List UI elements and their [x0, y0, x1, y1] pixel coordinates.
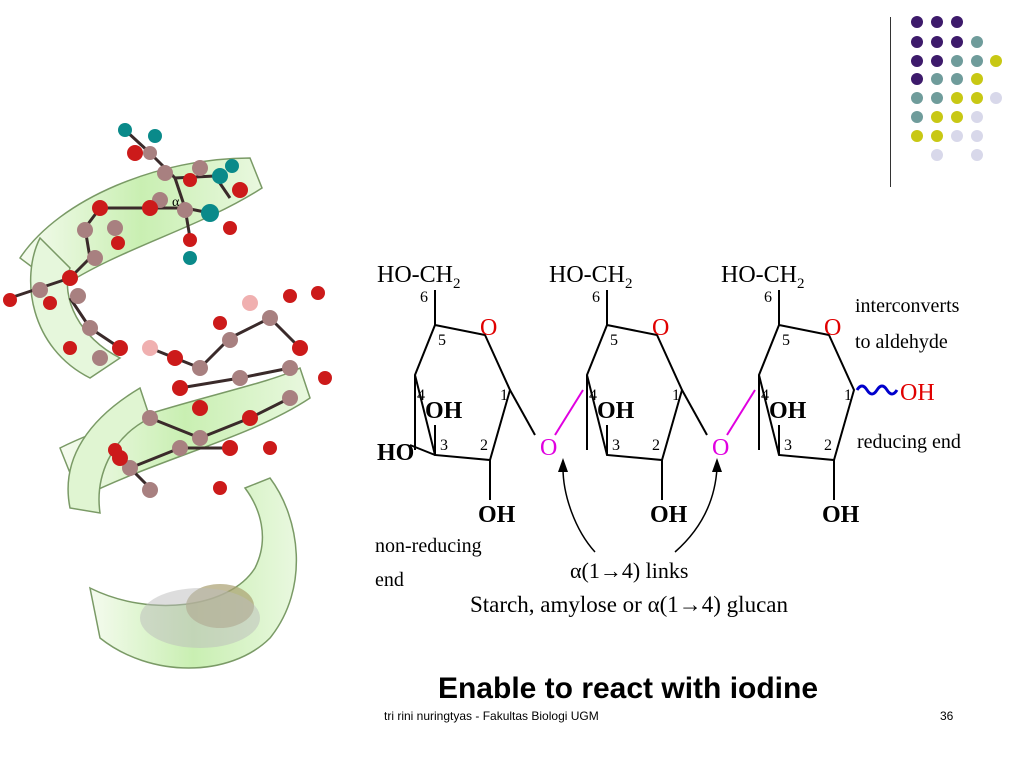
- glucose-ring-2: HO-CH2 6 5 4 3 2 1 O OH OH: [549, 262, 708, 528]
- ring-1-oh3: HO: [377, 440, 414, 466]
- ring-3-c3: 3: [784, 437, 792, 454]
- ring-1-c3: 3: [440, 437, 448, 454]
- glucose-ring-3: HO-CH2 6 5 4 3 2 1 O OH OH OH: [721, 262, 935, 528]
- dot-row-4: [911, 73, 983, 85]
- ring-1-c6: 6: [420, 289, 428, 306]
- reducing-oh: OH: [900, 380, 935, 406]
- glycosidic-link-1: O: [540, 389, 584, 461]
- ring-1-c4: 4: [417, 387, 425, 404]
- ring-2-c3: 3: [612, 437, 620, 454]
- dot-row-5: [911, 92, 1002, 104]
- ring-3-c6: 6: [764, 289, 772, 306]
- glycosidic-link-2: O: [712, 389, 756, 461]
- alpha-label: α: [172, 195, 180, 210]
- page-number: 36: [940, 709, 954, 723]
- dot-row-3: [911, 55, 1002, 67]
- dot-row-6: [911, 111, 983, 123]
- divider-line: [890, 17, 891, 187]
- decorative-dot-grid: [911, 16, 1002, 161]
- ring-1-ch2-label: HO-CH2: [377, 262, 461, 292]
- ring-2-oh4: OH: [597, 398, 635, 424]
- interconverts-label: interconverts: [855, 295, 960, 317]
- ring-3-oh4: OH: [769, 398, 807, 424]
- wavy-bond: [855, 384, 899, 396]
- ring-3-c5: 5: [782, 332, 790, 349]
- ring-3-oxygen: O: [824, 315, 841, 341]
- ring-1-c2: 2: [480, 437, 488, 454]
- ring-2-c1: 1: [672, 387, 680, 404]
- ring-1-oh4: OH: [425, 398, 463, 424]
- ring-3-c1: 1: [844, 387, 852, 404]
- ring-3-oh2: OH: [822, 502, 860, 528]
- reducing-end-label: reducing end: [857, 431, 961, 453]
- molecule-atoms: [3, 123, 332, 498]
- slide-title: Enable to react with iodine: [437, 672, 819, 705]
- aldehyde-label: to aldehyde: [855, 331, 948, 353]
- glycosidic-oxygen-2: O: [712, 435, 729, 461]
- helix-ribbon: [18, 157, 311, 669]
- arrow-to-link-1: [562, 467, 596, 553]
- ring-2-c4: 4: [589, 387, 597, 404]
- ring-1-oxygen: O: [480, 315, 497, 341]
- ring-3-c4: 4: [761, 387, 769, 404]
- ring-2-c5: 5: [610, 332, 618, 349]
- arrow-to-link-2: [674, 467, 718, 553]
- dot-row-7: [911, 130, 983, 142]
- ring-2-oh2: OH: [650, 502, 688, 528]
- ring-2-c6: 6: [592, 289, 600, 306]
- ring-1-oh2: OH: [478, 502, 516, 528]
- ring-3-ch2-label: HO-CH2: [721, 262, 805, 292]
- ring-2-bonds: [585, 290, 684, 462]
- amylose-structure-diagram: HO-CH2 6 5 4 3 2 1 O OH HO OH O HO-CH2 6…: [375, 262, 961, 617]
- link-arrows: [558, 458, 722, 553]
- dot-row-1: [911, 16, 963, 28]
- dot-row-2: [911, 36, 983, 48]
- non-reducing-end-label: end: [375, 569, 404, 591]
- ring-2-oxygen: O: [652, 315, 669, 341]
- glucose-ring-1: HO-CH2 6 5 4 3 2 1 O OH HO OH: [377, 262, 536, 528]
- ring-3-c2: 2: [824, 437, 832, 454]
- ring-2-ch2-label: HO-CH2: [549, 262, 633, 292]
- dot-row-8: [931, 149, 983, 161]
- slide-footer: tri rini nuringtyas - Fakultas Biologi U…: [384, 709, 599, 723]
- ring-2-c2: 2: [652, 437, 660, 454]
- amylose-helix-model: α: [3, 123, 332, 669]
- ring-3-bonds: [757, 290, 856, 462]
- ring-1-c5: 5: [438, 332, 446, 349]
- alpha-links-label: α(1→4) links: [570, 558, 688, 583]
- ring-1-c1: 1: [500, 387, 508, 404]
- ring-1-bonds: [413, 290, 512, 462]
- non-reducing-label: non-reducing: [375, 535, 482, 557]
- starch-caption: Starch, amylose or α(1→4) glucan: [470, 592, 788, 617]
- glycosidic-oxygen-1: O: [540, 435, 557, 461]
